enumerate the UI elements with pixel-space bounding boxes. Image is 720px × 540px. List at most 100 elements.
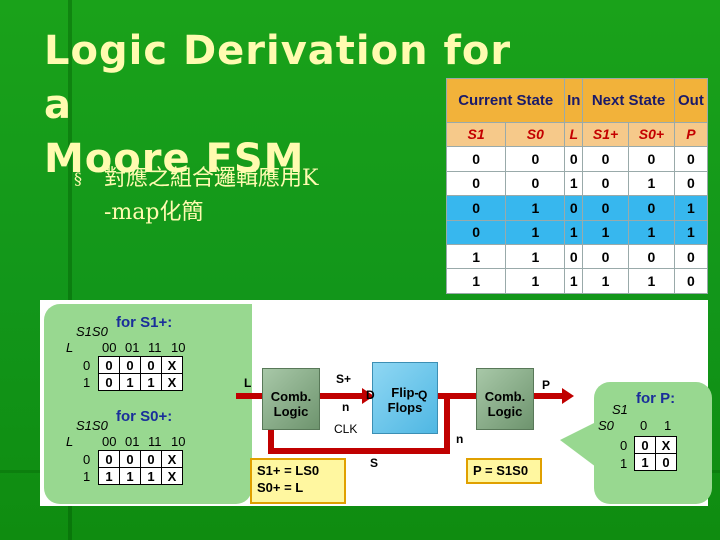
truth-table: Current State In Next State Out S1 S0 L … — [445, 78, 709, 294]
kmap-s1-row-var: L — [66, 340, 74, 355]
kmap-s1-vars: S1S0 — [76, 324, 108, 339]
kmap-col-label: 10 — [171, 434, 186, 449]
table-cell: 0 — [505, 146, 566, 172]
wire-feedback-down — [444, 393, 450, 453]
table-cell: 0 — [445, 219, 507, 245]
kmap-col-label: 1 — [664, 418, 672, 433]
table-cell: 0 — [445, 146, 507, 172]
comb-logic-label-2: Comb. Logic — [484, 389, 526, 419]
callout-pointer — [560, 420, 600, 470]
table-cell: 1 — [564, 268, 584, 294]
table-cell: 0 — [582, 146, 629, 172]
kmap-row-label: 0 — [83, 452, 91, 467]
table-cell: 1 — [582, 219, 629, 245]
table-cell: 1 — [628, 170, 675, 197]
table-cell: 1 — [564, 170, 584, 197]
equation-s0-plus: S0+ = L — [257, 480, 304, 495]
kmap-col-label: 00 — [102, 340, 117, 355]
kmap-row-label: 1 — [83, 375, 91, 390]
kmap-row: 0 X — [634, 436, 677, 454]
table-cell: 0 — [505, 170, 566, 197]
header-out: Out — [673, 78, 709, 123]
wire-output — [532, 393, 566, 399]
kmap-row-label: 1 — [83, 469, 91, 484]
table-cell: 0 — [628, 195, 675, 221]
table-cell: 1 — [673, 219, 709, 245]
symbol-p: P — [673, 121, 709, 148]
table-cell: 0 — [582, 243, 629, 270]
comb-logic-block-2: Comb. Logic — [476, 368, 534, 430]
table-cell: 1 — [445, 243, 507, 270]
kmap-p-title: for P: — [636, 390, 676, 407]
table-cell: 0 — [564, 243, 584, 270]
kmap-cell: X — [161, 467, 183, 485]
kmap-s0-vars: S1S0 — [76, 418, 108, 433]
kmap-s1-grid: 0 0 0 X 0 1 1 X — [98, 356, 183, 391]
state-label: S — [370, 456, 379, 470]
output-label: P — [542, 378, 551, 392]
table-cell: 0 — [673, 146, 709, 172]
table-cell: 0 — [564, 195, 584, 221]
symbol-s1-plus: S1+ — [582, 121, 629, 148]
title-line-2: Moore FSM — [44, 136, 305, 182]
kmap-p-grid: 0 X 1 0 — [634, 436, 677, 471]
header-in: In — [564, 78, 584, 123]
kmap-col-label: 01 — [125, 434, 140, 449]
bullet-line-1: 對應之組合邏輯應用K — [104, 166, 319, 191]
table-cell: 0 — [445, 170, 507, 197]
kmap-row-label: 0 — [620, 438, 628, 453]
wire-feedback-bottom — [268, 448, 450, 454]
bus-width-label: n — [456, 432, 464, 446]
table-cell: 0 — [673, 268, 709, 294]
callout-pointer — [208, 304, 252, 340]
wire-input — [236, 393, 266, 399]
kmap-col-label: 11 — [148, 340, 162, 355]
table-cell: 0 — [564, 146, 584, 172]
ff-q-label: Q — [418, 388, 428, 402]
table-cell: 1 — [628, 268, 675, 294]
header-current-state: Current State — [445, 78, 566, 123]
kmap-cell: 0 — [634, 436, 656, 454]
symbol-l: L — [564, 121, 584, 148]
comb-logic-block-1: Comb. Logic — [262, 368, 320, 430]
decorative-vertical-line — [68, 0, 72, 540]
bus-width-label: n — [342, 400, 350, 414]
bullet-text: 對應之組合邏輯應用K -map化簡 — [104, 162, 424, 230]
wire-ff-to-comb — [436, 393, 480, 399]
kmap-s0-title: for S0+: — [116, 408, 173, 425]
title-line-1: Logic Derivation for a — [44, 28, 512, 128]
kmap-p-panel: for P: S1 S0 0 1 0 1 0 X 1 0 — [594, 382, 712, 504]
flip-flops-label: Flip- Flops — [387, 385, 423, 415]
next-state-equations: S1+ = LS0 S0+ = L — [250, 458, 346, 504]
clock-label: CLK — [334, 422, 358, 436]
arrow-head — [562, 388, 574, 404]
table-cell: 0 — [628, 146, 675, 172]
kmap-p-col-var: S1 — [612, 402, 628, 417]
kmap-col-label: 10 — [171, 340, 186, 355]
kmap-col-label: 0 — [640, 418, 648, 433]
table-cell: 1 — [673, 195, 709, 221]
kmap-s1-title: for S1+: — [116, 314, 173, 331]
table-cell: 0 — [582, 195, 629, 221]
kmap-row: 1 1 1 X — [98, 467, 183, 485]
kmap-row-label: 0 — [83, 358, 91, 373]
flip-flops-block: Flip- Flops — [372, 362, 438, 434]
table-cell: 0 — [673, 243, 709, 270]
table-cell: 1 — [445, 268, 507, 294]
equation-s1-plus: S1+ = LS0 — [257, 463, 320, 478]
table-cell: 1 — [505, 219, 566, 245]
kmap-row: 0 0 0 X — [98, 450, 183, 468]
kmap-row: 0 1 1 X — [98, 373, 183, 391]
bullet-line-2: -map化簡 — [104, 200, 204, 225]
truth-table-header-row: Current State In Next State Out — [445, 78, 709, 123]
kmap-col-label: 11 — [148, 434, 162, 449]
table-cell: 1 — [582, 268, 629, 294]
bullet-marker: § — [74, 169, 82, 188]
ff-d-label: D — [366, 388, 375, 402]
symbol-s0: S0 — [505, 121, 566, 148]
kmap-p-row-var: S0 — [598, 418, 614, 433]
kmap-s0-row-var: L — [66, 434, 74, 449]
symbol-s1: S1 — [445, 121, 507, 148]
